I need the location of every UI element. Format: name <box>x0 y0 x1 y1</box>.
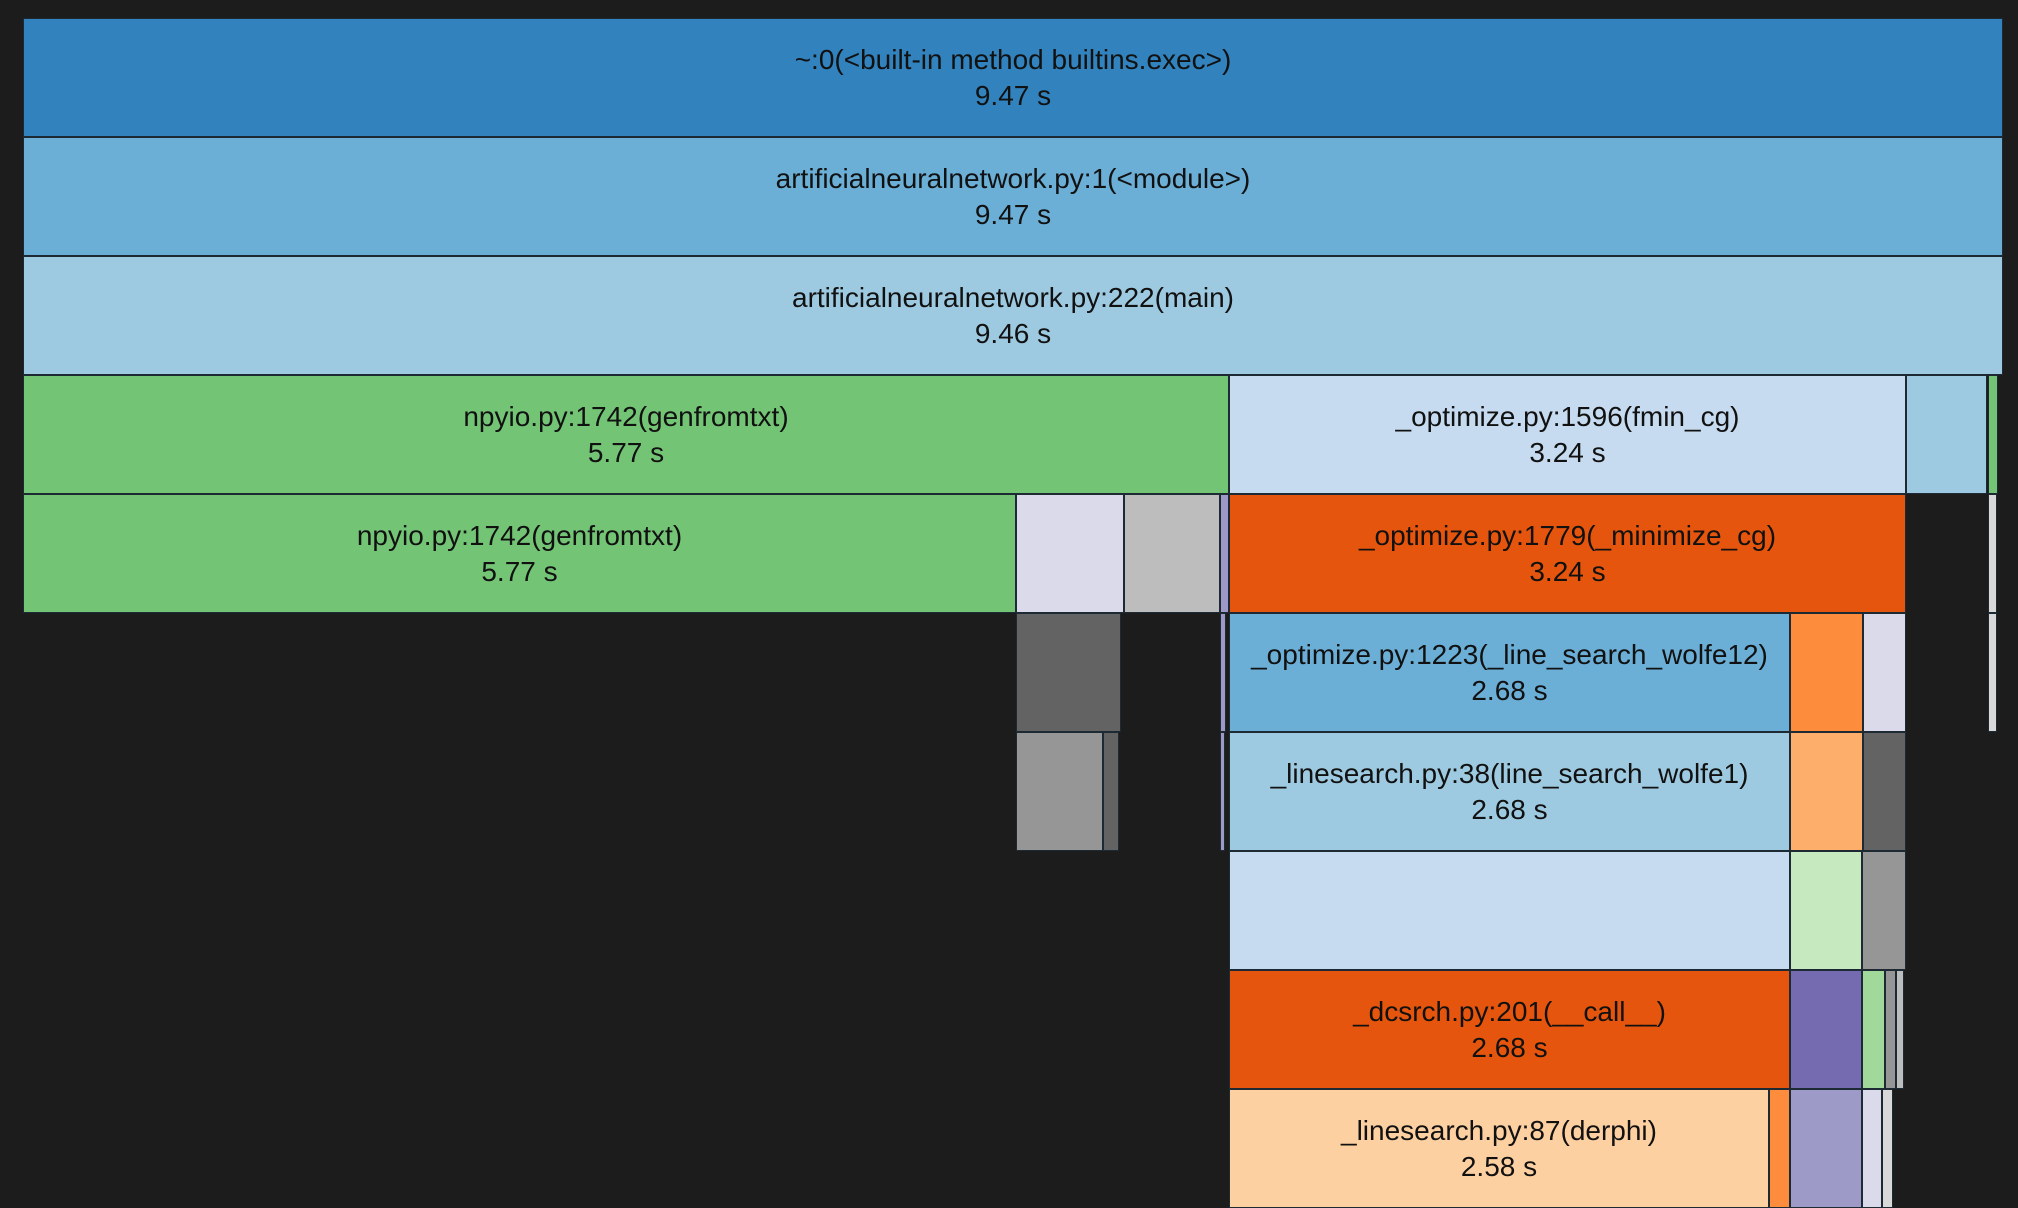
frame-function-label: _linesearch.py:38(line_search_wolfe1) <box>1270 757 1749 789</box>
frame-exec[interactable]: ~:0(<built-in method builtins.exec>) 9.47… <box>23 18 2003 137</box>
frame-duration-label: 5.77 s <box>587 436 665 468</box>
frame-depth6-e[interactable] <box>1863 732 1906 851</box>
frame-module[interactable]: artificialneuralnetwork.py:1(<module>) 9.… <box>23 137 2003 256</box>
frame-depth9-c[interactable] <box>1862 1089 1882 1208</box>
frame-duration-label: 2.68 s <box>1471 793 1548 825</box>
frame-line-search-wolfe1[interactable]: _linesearch.py:38(line_search_wolfe1) 2.6… <box>1229 732 1790 851</box>
frame-depth8-b[interactable] <box>1862 970 1885 1089</box>
frame-depth3-b[interactable] <box>1988 375 1998 494</box>
frame-function-label: _optimize.py:1596(fmin_cg) <box>1395 400 1740 432</box>
frame-depth5-c[interactable] <box>1790 613 1863 732</box>
frame-function-label: _linesearch.py:87(derphi) <box>1341 1114 1657 1146</box>
frame-duration-label: 3.24 s <box>1529 436 1606 468</box>
frame-function-label: npyio.py:1742(genfromtxt) <box>356 519 683 551</box>
frame-dcsrch-call[interactable]: _dcsrch.py:201(__call__) 2.68 s <box>1229 970 1790 1089</box>
frame-duration-label: 2.68 s <box>1471 1031 1548 1063</box>
frame-function-label: ~:0(<built-in method builtins.exec>) <box>794 43 1232 75</box>
frame-genfromtxt-1[interactable]: npyio.py:1742(genfromtxt) 5.77 s <box>23 375 1229 494</box>
frame-derphi[interactable]: _linesearch.py:87(derphi) 2.58 s <box>1229 1089 1769 1208</box>
frame-depth6-b[interactable] <box>1103 732 1119 851</box>
frame-depth5-e[interactable] <box>1988 613 1997 732</box>
frame-line-search-wolfe12[interactable]: _optimize.py:1223(_line_search_wolfe12) 2… <box>1229 613 1790 732</box>
frame-duration-label: 3.24 s <box>1529 555 1606 587</box>
frame-depth4-c[interactable] <box>1220 494 1229 613</box>
frame-depth6-d[interactable] <box>1790 732 1863 851</box>
frame-function-label: artificialneuralnetwork.py:1(<module>) <box>775 162 1251 194</box>
frame-function-label: _optimize.py:1779(_minimize_cg) <box>1358 519 1777 551</box>
frame-depth9-a[interactable] <box>1769 1089 1790 1208</box>
frame-depth6-c[interactable] <box>1220 732 1225 851</box>
frame-depth4-a[interactable] <box>1016 494 1124 613</box>
frame-function-label: npyio.py:1742(genfromtxt) <box>463 400 789 432</box>
frame-fmin-cg[interactable]: _optimize.py:1596(fmin_cg) 3.24 s <box>1229 375 1906 494</box>
frame-duration-label: 2.58 s <box>1460 1150 1538 1182</box>
frame-depth4-d[interactable] <box>1988 494 1997 613</box>
frame-duration-label: 2.68 s <box>1471 674 1548 706</box>
frame-depth4-b[interactable] <box>1124 494 1220 613</box>
frame-function-label: artificialneuralnetwork.py:222(main) <box>792 281 1234 313</box>
frame-depth8-a[interactable] <box>1790 970 1862 1089</box>
frame-genfromtxt-2[interactable]: npyio.py:1742(genfromtxt) 5.77 s <box>23 494 1016 613</box>
frame-depth7-b[interactable] <box>1790 851 1862 970</box>
frame-depth9-d[interactable] <box>1882 1089 1893 1208</box>
frame-depth7-c[interactable] <box>1862 851 1906 970</box>
frame-depth8-c[interactable] <box>1885 970 1896 1089</box>
frame-depth8-d[interactable] <box>1896 970 1904 1089</box>
frame-depth3-a[interactable] <box>1906 375 1987 494</box>
frame-depth6-a[interactable] <box>1016 732 1103 851</box>
frame-minimize-cg[interactable]: _optimize.py:1779(_minimize_cg) 3.24 s <box>1229 494 1906 613</box>
frame-duration-label: 9.46 s <box>974 317 1052 349</box>
frame-depth9-b[interactable] <box>1790 1089 1862 1208</box>
frame-function-label: _optimize.py:1223(_line_search_wolfe12) <box>1251 638 1768 670</box>
frame-function-label: _dcsrch.py:201(__call__) <box>1353 995 1666 1027</box>
frame-depth5-a[interactable] <box>1016 613 1121 732</box>
frame-duration-label: 5.77 s <box>481 555 558 587</box>
frame-duration-label: 9.47 s <box>974 198 1052 230</box>
frame-duration-label: 9.47 s <box>974 79 1052 111</box>
frame-depth5-b[interactable] <box>1220 613 1226 732</box>
frame-depth7-a[interactable] <box>1229 851 1790 970</box>
frame-main[interactable]: artificialneuralnetwork.py:222(main) 9.46… <box>23 256 2003 375</box>
frame-depth5-d[interactable] <box>1863 613 1906 732</box>
